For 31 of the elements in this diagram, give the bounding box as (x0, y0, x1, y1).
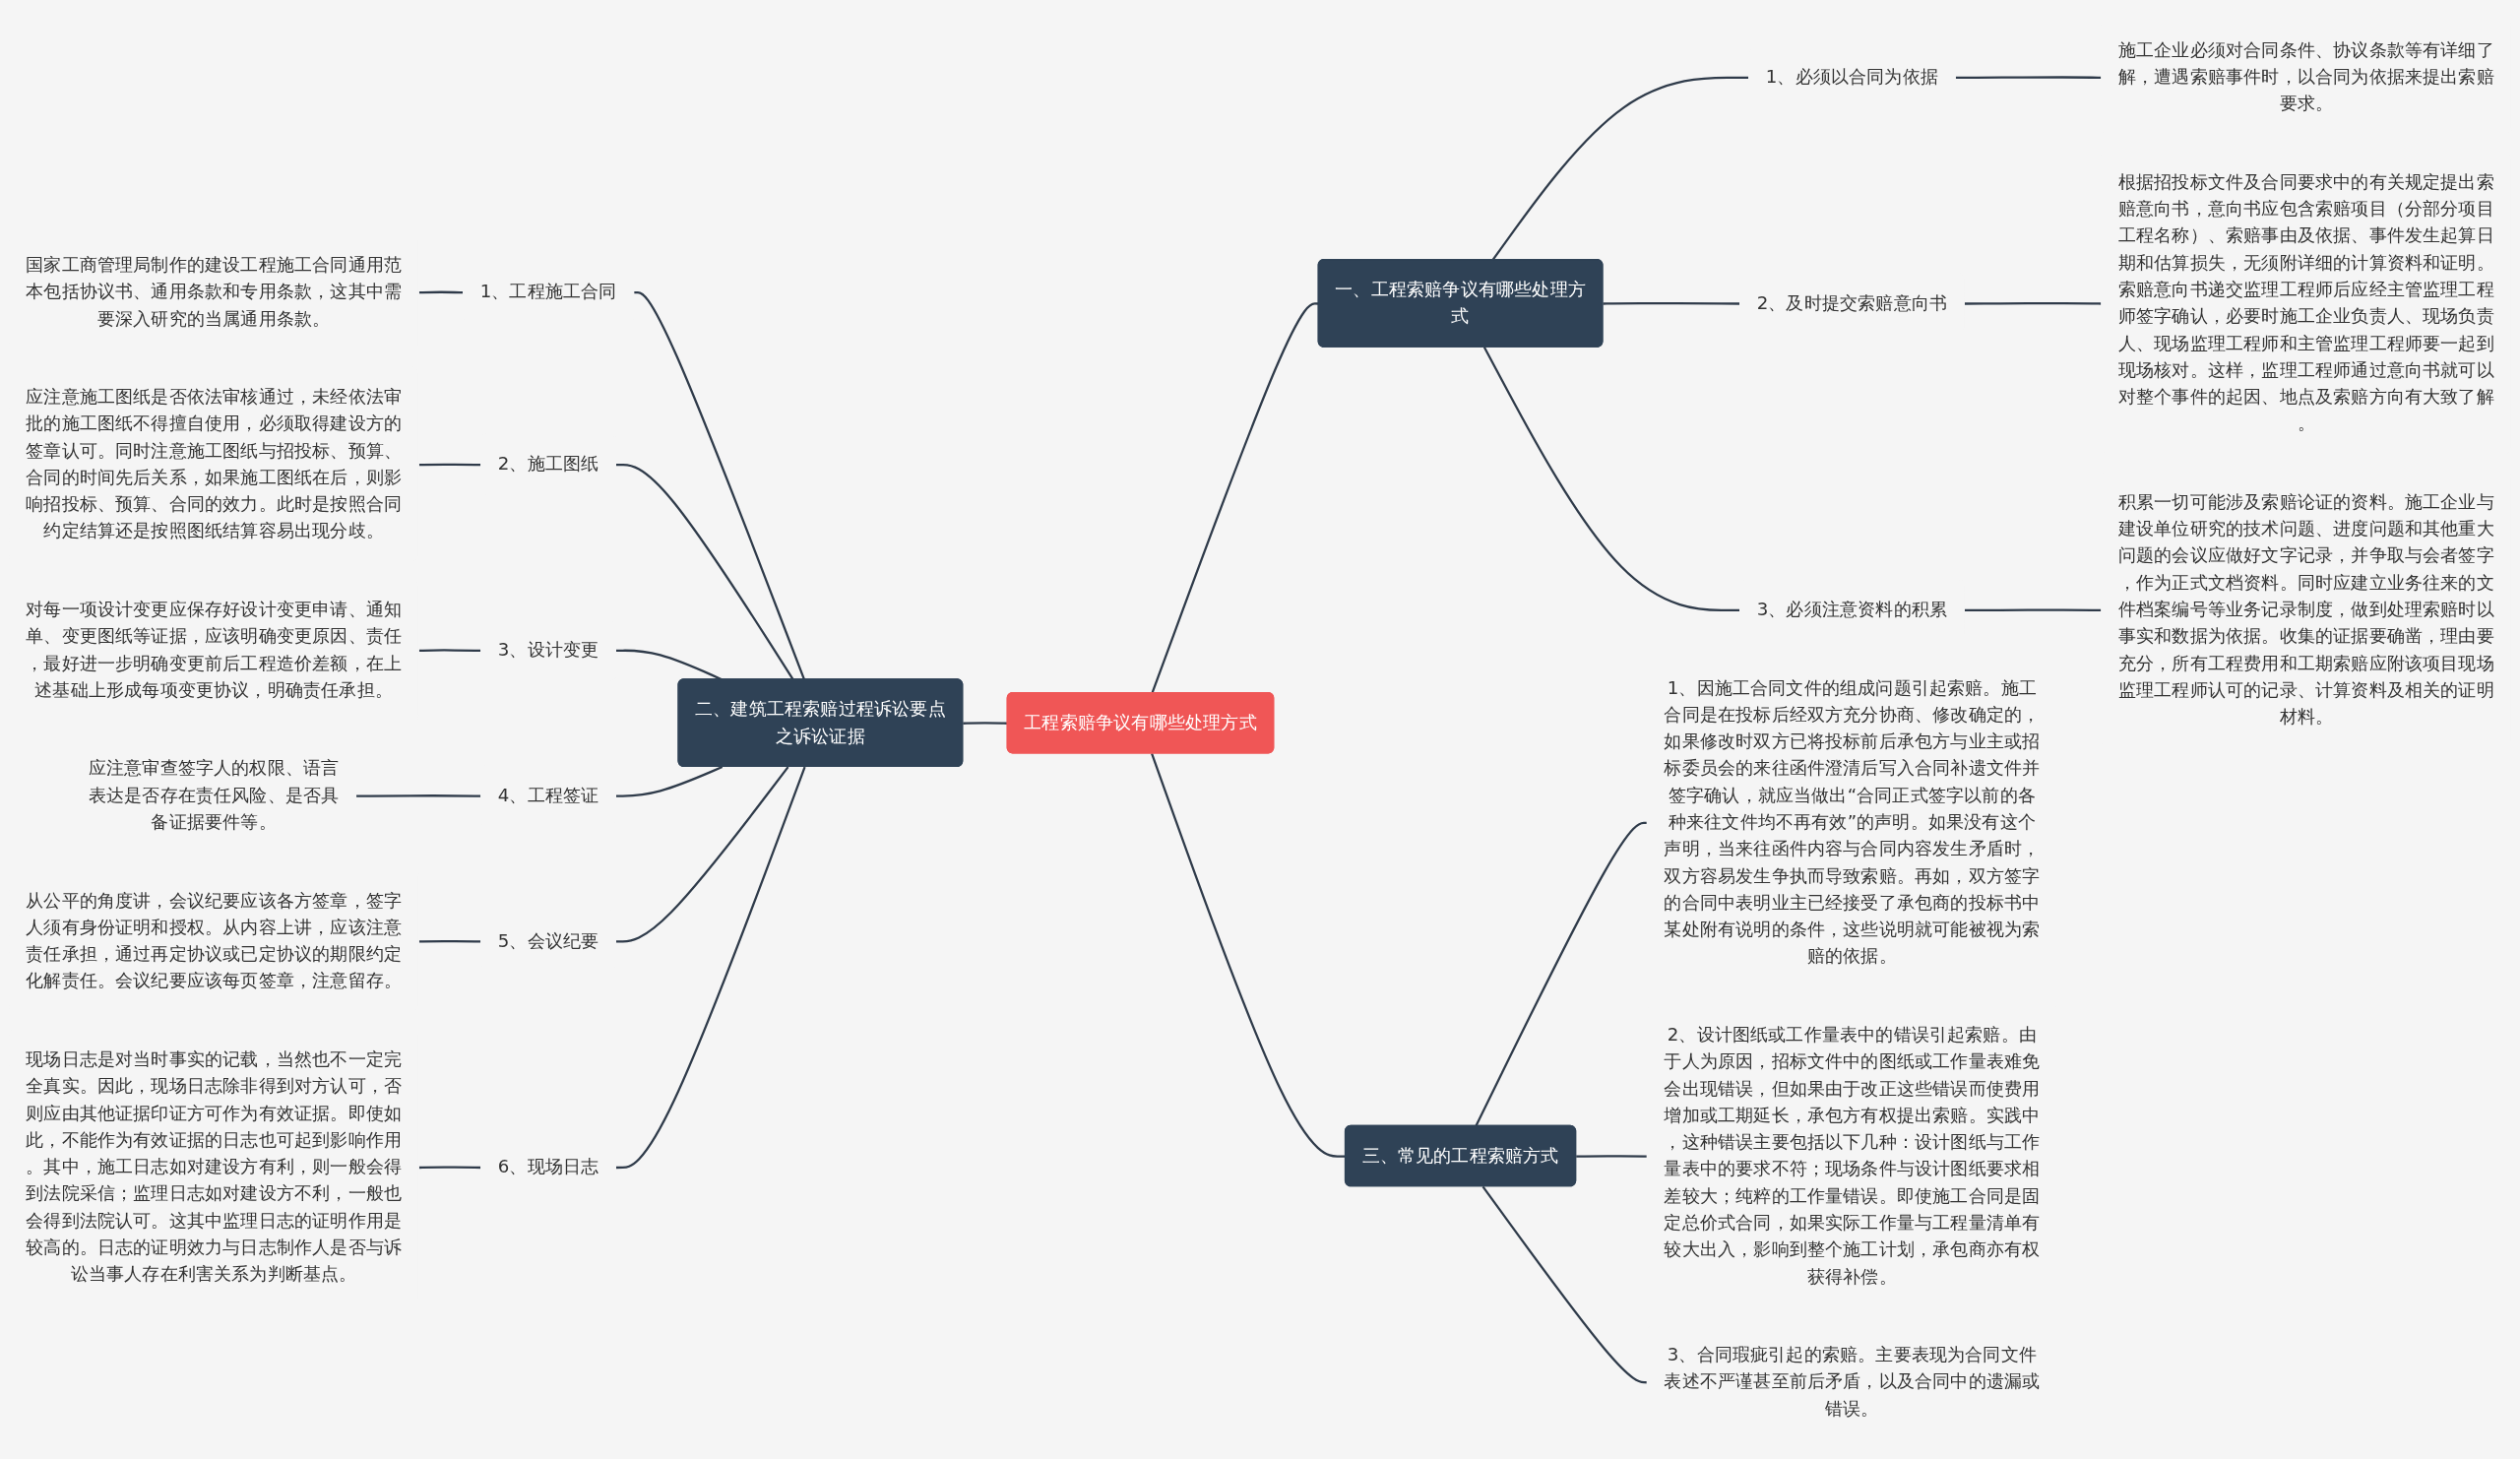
connector (615, 766, 806, 1170)
node-text: 3、设计变更 (497, 638, 599, 661)
node-text: 2、施工图纸 (497, 453, 599, 475)
connector (634, 290, 806, 680)
connector (615, 766, 724, 797)
node-text: 3、合同瑕疵引起的索赔。主要表现为合同文件表述不严谨甚至前后矛盾，以及合同中的遗漏或错误。 (1664, 1344, 2041, 1420)
node-text: 2、及时提交索赔意向书 (1756, 291, 1948, 314)
connector (356, 794, 482, 797)
node-text: 5、会议纪要 (497, 929, 599, 952)
node-text: 1、工程施工合同 (479, 281, 617, 302)
connector (615, 766, 789, 943)
connector (1481, 1185, 1648, 1384)
node-text: 国家工商管理局制作的建设工程施工合同通用范本包括协议书、通用条款和专用条款，这其中需要深入研究的当属通用条款。 (26, 253, 403, 330)
node-text: 现场日志是对当时事实的记载，当然也不一定完全真实。因此，现场日志除非得到对方认可，否则应由其他证据印证方可作为有效证据。即使如此，不能作为有效证据的日志也可起到影响作用。其中，施工日志如对建设方有利，则一般会得到法院采信；监理日志如对建设方不利，一般也会得到法院认可。这其中监理日志的证明作用是较高的。日志的证明效力与日志制作人是否与诉讼当事人存在利害关系为判断基点。 (26, 1047, 403, 1285)
node-text: 根据招投标文件及合同要求中的有关规定提出索赔意向书，意向书应包含索赔项目（分部分项目工程名称）、索赔事由及依据、事件发生起算日期和估算损失，无须附详细的计算资料和证明。索赔意向书递交监理工程师后应经主管监理工程师签字确认，必要时施工企业负责人、现场负责人、现场监理工程师和主管监理工程师要一起到现场核对。这样，监理工程师通过意向书就可以对整个事件的起因、地点及索赔方向有大致了解。 (2117, 170, 2494, 434)
connector (963, 722, 1008, 725)
node-text: 3、必须注意资料的积累 (1756, 599, 1948, 620)
node-text: 积累一切可能涉及索赔论证的资料。施工企业与建设单位研究的技术问题、进度问题和其他重大问题的会议应做好文字记录，并争取与会者签字，作为正式文档资料。同时应建立业务往来的文件档案编号等业务记录制度，做到处理索赔时以事实和数据为依据。收集的证据要确凿，理由要充分，所有工程费用和工期索赔应附该项目现场监理工程师认可的记录、计算资料及相关的证明材料。 (2117, 490, 2494, 728)
node-text: 对每一项设计变更应保存好设计变更申请、通知单、变更图纸等证据，应该明确变更原因、责任，最好进一步明确变更前后工程造价差额，在上述基础上形成每项变更协议，明确责任承担。 (26, 599, 403, 701)
node-text: 2、设计图纸或工作量表中的错误引起索赔。由于人为原因，招标文件中的图纸或工作量表难免会出现错误，但如果由于改正这些错误而使费用增加或工期延长，承包方有权提出索赔。实践中，这种错误主要包括以下几种：设计图纸与工作量表中的要求不符；现场条件与设计图纸要求相差较大；纯粹的工作量错误。即使施工合同是固定总价式合同，如果实际工作量与工程量清单有较大出入，影响到整个施工计划，承包商亦有权获得补偿。 (1664, 1023, 2041, 1288)
node-text: 施工企业必须对合同条件、协议条款等有详细了解，遭遇索赔事件时，以合同为依据来提出索赔要求。 (2117, 38, 2494, 114)
node-text: 6、现场日志 (497, 1156, 599, 1177)
node-text: 1、必须以合同为依据 (1765, 65, 1939, 88)
node-text: 从公平的角度讲，会议纪要应该各方签章，签字人须有身份证明和授权。从内容上讲，应该注意责任承担，通过再定协议或已定协议的期限约定化解责任。会议纪要应该每页签章，注意留存。 (26, 889, 403, 991)
connector (1151, 302, 1319, 694)
node-text: 1、因施工合同文件的组成问题引起索赔。施工合同是在投标后经双方充分协商、修改确定的，如果修改时双方已将投标前后承包方与业主或招标委员会的来往函件澄清后写入合同补遗文件并签字确认，就应当做出“合同正式签字以前的各种来往文件均不再有效”的声明。如果没有这个声明，当来往函件内容与合同内容发生矛盾时，双方容易发生争执而导致索赔。再如，双方签字的合同中表明业主已经接受了承包商的投标书中某处附有说明的条件，这些说明就可能被视为索赔的依据。 (1664, 676, 2041, 967)
node-text: 4、工程签证 (497, 784, 599, 806)
node-text: 应注意施工图纸是否依法审核通过，未经依法审批的施工图纸不得擅自使用，必须取得建设方的签章认可。同时注意施工图纸与招投标、预算、合同的时间先后关系，如果施工图纸在后，则影响招投标、预算、合同的效力。此时是按照合同约定结算还是按照图纸结算容易出现分歧。 (26, 386, 403, 542)
connector (1475, 821, 1648, 1127)
node-text: 应注意审查签字人的权限、语言表达是否存在责任风险、是否具备证据要件等。 (88, 757, 340, 833)
connector (1576, 1155, 1648, 1158)
